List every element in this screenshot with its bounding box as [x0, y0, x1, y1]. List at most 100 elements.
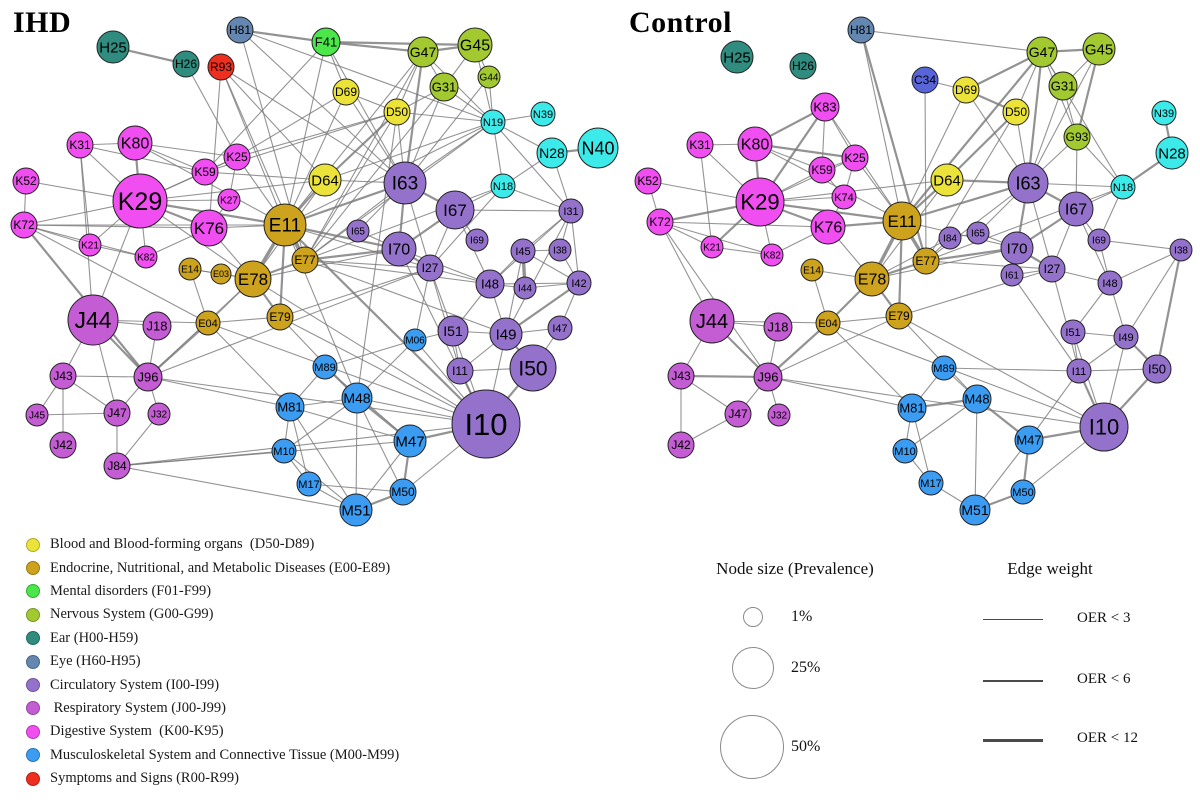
edge-ihd-F41-E11	[284, 41, 327, 226]
node-label-E77: E77	[915, 254, 937, 268]
node-label-M10: M10	[894, 446, 915, 458]
node-circle-I65	[346, 219, 370, 243]
node-label-J32: J32	[771, 411, 788, 422]
node-ihd-N19: N19	[480, 109, 506, 135]
node-ihd-I51: I51	[437, 315, 469, 347]
node-label-E03: E03	[213, 269, 229, 279]
node-label-M51: M51	[341, 502, 370, 519]
edge-control-I38-I48	[1109, 249, 1182, 284]
node-circle-K25	[223, 143, 251, 171]
node-ihd-J42: J42	[49, 431, 77, 459]
node-circle-I70	[1000, 231, 1034, 265]
node-ihd-I50: I50	[509, 344, 557, 392]
edge-control-M48-M51	[974, 398, 978, 511]
node-control-E77: E77	[912, 247, 940, 275]
edge-ihd-G47-I63	[403, 51, 425, 184]
edge-control-E04-M81	[827, 322, 913, 409]
node-circle-N18	[1110, 174, 1136, 200]
edge-ihd-F41-G45	[325, 40, 476, 47]
edge-ihd-R93-E11	[220, 66, 286, 226]
node-control-I49: I49	[1113, 324, 1139, 350]
node-label-K76: K76	[814, 220, 843, 237]
node-ihd-I63: I63	[383, 161, 427, 205]
edge-legend-line-2	[983, 739, 1043, 742]
size-legend-label-1: 25%	[791, 659, 821, 676]
node-label-M17: M17	[298, 479, 319, 491]
node-ihd-G45: G45	[457, 27, 493, 63]
node-label-M51: M51	[961, 502, 988, 518]
node-circle-K83	[810, 92, 840, 122]
node-control-K25: K25	[841, 144, 869, 172]
edge-ihd-D64-K59	[204, 171, 326, 181]
node-label-J96: J96	[758, 370, 779, 385]
node-ihd-M10: M10	[271, 438, 297, 464]
node-circle-M51	[959, 494, 991, 526]
node-circle-M47	[393, 424, 427, 458]
node-label-D64: D64	[311, 172, 339, 189]
node-circle-N39	[530, 101, 556, 127]
node-ihd-M06: M06	[403, 328, 427, 352]
edge-ihd-M06-M89	[324, 339, 416, 368]
node-label-D64: D64	[933, 172, 961, 189]
node-circle-E79	[266, 303, 294, 331]
node-circle-K21	[78, 233, 102, 257]
node-circle-E79	[885, 302, 913, 330]
node-circle-M89	[931, 355, 957, 381]
node-circle-K21	[700, 235, 724, 259]
edge-ihd-E79-I27	[279, 267, 431, 318]
node-circle-I84	[938, 226, 962, 250]
node-control-D50: D50	[1002, 98, 1030, 126]
node-ihd-G31: G31	[429, 72, 459, 102]
node-label-E11: E11	[888, 212, 917, 231]
node-control-M51: M51	[959, 494, 991, 526]
node-label-K74: K74	[834, 192, 854, 204]
edge-ihd-R93-I63	[220, 66, 406, 184]
node-label-I42: I42	[571, 278, 586, 290]
node-circle-M17	[296, 471, 322, 497]
node-control-J42: J42	[667, 431, 695, 459]
node-control-M47: M47	[1014, 425, 1044, 455]
category-legend-item-symptoms: Symptoms and Signs (R00-R99)	[26, 767, 399, 790]
node-control-I11: I11	[1066, 358, 1092, 384]
node-circle-I67	[435, 190, 475, 230]
node-circle-C34	[911, 66, 939, 94]
node-label-I67: I67	[443, 201, 467, 220]
node-control-M81: M81	[897, 393, 927, 423]
edge-control-E11-I63	[901, 181, 1029, 223]
ear-color-dot-icon	[26, 631, 40, 646]
node-control-J47: J47	[724, 400, 752, 428]
node-circle-M48	[341, 382, 373, 414]
edge-control-M48-M10	[904, 398, 978, 452]
node-ihd-E11: E11	[263, 203, 307, 247]
node-circle-N40	[577, 127, 619, 169]
node-ihd-E77: E77	[291, 246, 319, 274]
node-control-J44: J44	[689, 298, 735, 344]
node-ihd-E79: E79	[266, 303, 294, 331]
node-circle-I45	[510, 238, 536, 264]
edge-ihd-D64-N19	[324, 121, 494, 181]
digestive-color-dot-icon	[26, 724, 40, 739]
edge-ihd-D69-K25	[236, 91, 347, 158]
edge-ihd-K25-D50	[236, 111, 398, 158]
node-label-K52: K52	[637, 174, 659, 188]
size-legend-label-0: 1%	[791, 608, 813, 625]
category-label: Endocrine, Nutritional, and Metabolic Di…	[50, 559, 391, 576]
node-label-K52: K52	[15, 174, 37, 188]
edge-ihd-M81-M51	[289, 406, 357, 511]
category-label: Eye (H60-H95)	[50, 653, 141, 670]
node-circle-J47	[724, 400, 752, 428]
node-label-M81: M81	[899, 401, 924, 416]
node-circle-D64	[308, 163, 342, 197]
node-label-I63: I63	[1015, 173, 1040, 193]
node-ihd-M17: M17	[296, 471, 322, 497]
node-ihd-H26: H26	[172, 50, 200, 78]
node-control-H26: H26	[789, 52, 817, 80]
node-label-E79: E79	[888, 309, 910, 323]
node-label-J32: J32	[151, 410, 168, 421]
edge-ihd-E78-I70	[252, 248, 400, 280]
node-control-J43: J43	[667, 362, 695, 390]
category-label: Nervous System (G00-G99)	[50, 606, 214, 623]
node-circle-G44	[477, 65, 501, 89]
node-ihd-J84: J84	[103, 452, 131, 480]
node-circle-J96	[753, 362, 783, 392]
